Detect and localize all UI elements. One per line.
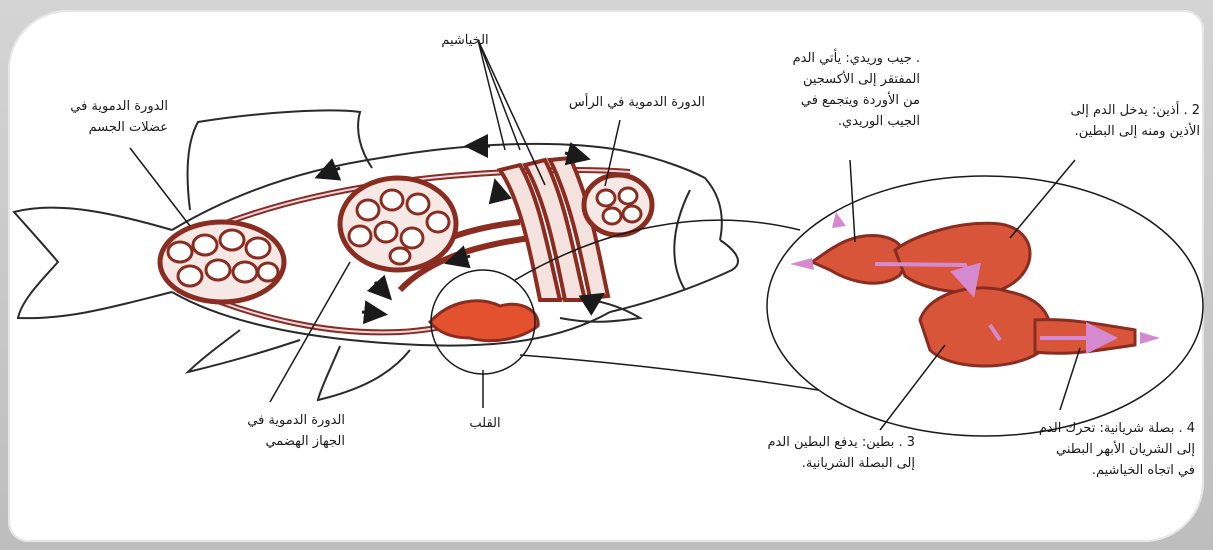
sinus-venosus-label: . جيب وريدي: يأتي الدم المفتقر إلى الأكس… [720,48,920,132]
atrium-label: 2 . أذين: يدخل الدم إلى الأذين ومنه إلى … [980,100,1200,142]
ventricle-label: 3 . بطين: يدفع البطين الدم إلى البصلة ال… [720,432,915,474]
body-muscle-capillaries [160,222,284,302]
heart-label: القلب [450,413,520,434]
gills-label: الخياشيم [405,30,525,51]
body-muscles-circulation-label: الدورة الدموية في عضلات الجسم [8,96,168,138]
heart-detail [767,176,1203,436]
digestive-circulation-label: الدورة الدموية في الجهاز الهضمي [195,410,345,452]
digestive-capillaries [340,178,456,270]
head-circulation-label: الدورة الدموية في الرأس [505,92,705,113]
heart-in-fish [430,270,538,374]
bulbus-arteriosus-label: 4 . بصلة شريانية: تحرك الدم إلى الشريان … [935,418,1195,481]
head-capillaries [584,175,652,235]
